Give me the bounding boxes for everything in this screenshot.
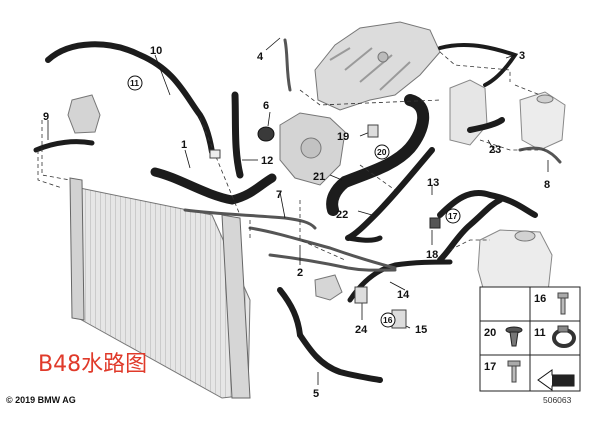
push-rivet-icon: [505, 326, 523, 347]
part-6-cap: [257, 126, 275, 142]
callout-4: 4: [257, 51, 264, 63]
callout-2: 2: [297, 267, 303, 279]
callouts: 10 4 3 6 9 1 19 12 23 21 7 13 8 22 18 2 …: [43, 45, 550, 400]
legend-17: 17: [484, 361, 496, 373]
thermostat-housing: [279, 112, 346, 186]
callout-5: 5: [313, 388, 319, 400]
legend-20: 20: [484, 327, 496, 339]
callout-23: 23: [489, 144, 501, 156]
circled-11: 11: [130, 78, 139, 88]
callout-24: 24: [355, 324, 368, 336]
callout-10: 10: [150, 45, 162, 57]
callout-6: 6: [263, 100, 269, 112]
circled-20: 20: [377, 147, 387, 157]
electric-pump: [314, 274, 343, 301]
expansion-tank-lower: [477, 229, 553, 301]
circled-17: 17: [448, 211, 458, 221]
radiator: [69, 177, 251, 399]
circled-callouts: 11 20 17 16: [127, 75, 461, 328]
callout-18: 18: [426, 249, 438, 261]
hose-clamp-icon: [552, 325, 576, 348]
callout-21: 21: [313, 171, 325, 183]
callout-13: 13: [427, 177, 439, 189]
callout-19: 19: [337, 131, 349, 143]
hoses: [33, 41, 538, 383]
legend-16: 16: [534, 293, 546, 305]
auxiliary-pump: [67, 94, 101, 134]
callout-8: 8: [544, 179, 550, 191]
expansion-tank-upper: [449, 79, 566, 151]
circled-16: 16: [383, 315, 393, 325]
callout-22: 22: [336, 209, 348, 221]
diagram-title: B48水路图: [38, 352, 148, 377]
screw-icon: [507, 360, 521, 383]
fastener-legend: 16 20 11 17: [479, 286, 581, 392]
diagram-code: 506063: [543, 395, 572, 405]
callout-12: 12: [261, 155, 273, 167]
bolt-icon: [557, 292, 569, 315]
callout-1: 1: [181, 139, 187, 151]
callout-7: 7: [276, 189, 282, 201]
callout-9: 9: [43, 111, 49, 123]
callout-3: 3: [519, 50, 525, 62]
arrow-icon: [537, 369, 575, 391]
callout-14: 14: [397, 289, 410, 301]
intake-manifold: [314, 21, 441, 111]
copyright-text: © 2019 BMW AG: [6, 395, 76, 405]
legend-11: 11: [534, 327, 546, 339]
callout-15: 15: [415, 324, 427, 336]
